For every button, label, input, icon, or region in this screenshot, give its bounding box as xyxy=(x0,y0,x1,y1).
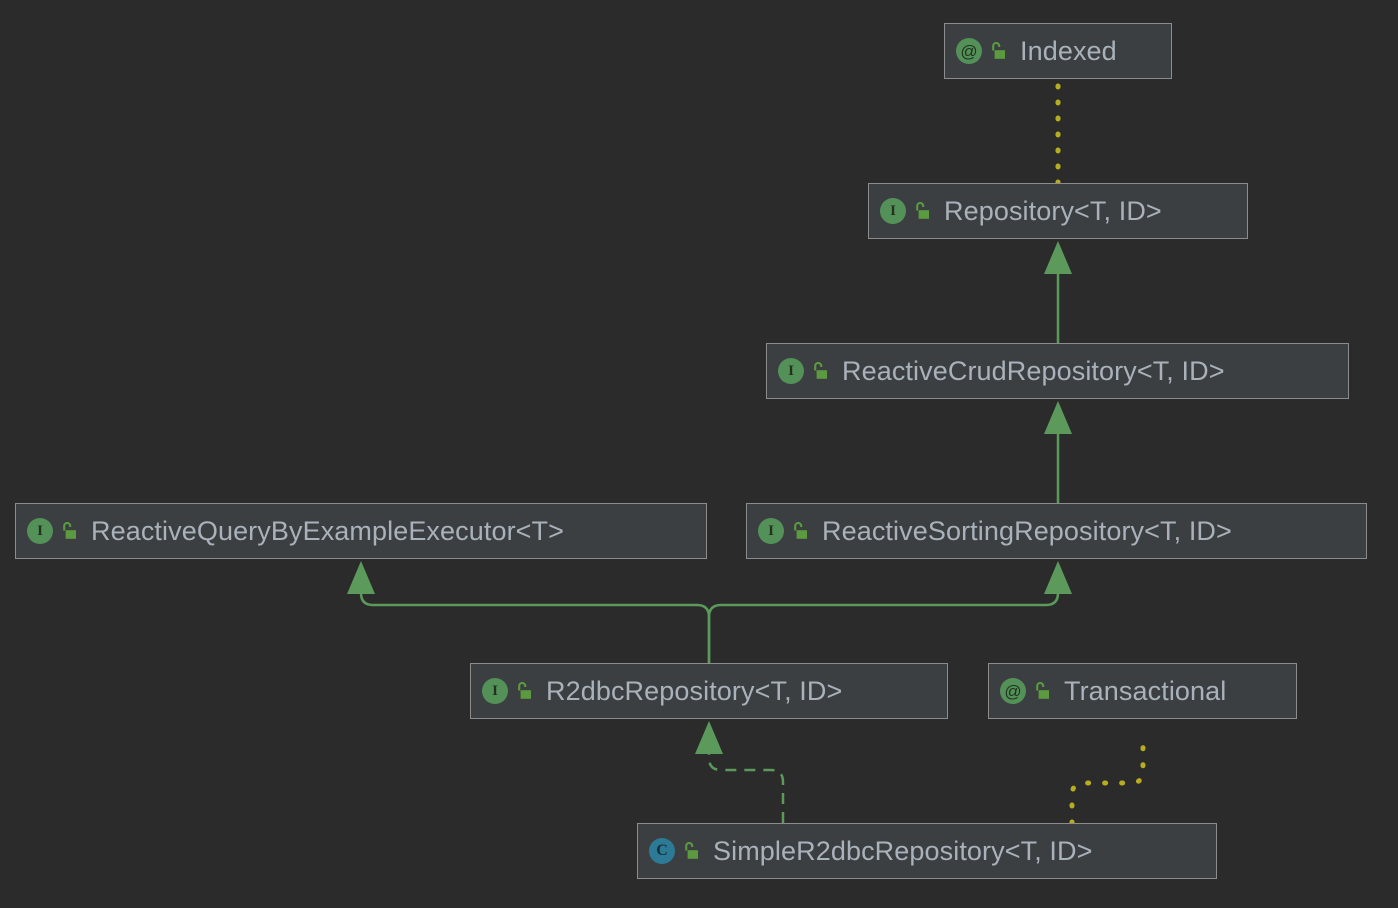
uml-node-label: R2dbcRepository<T, ID> xyxy=(546,675,843,706)
edge-simple-transactional xyxy=(1069,737,1146,826)
uml-node-label: Repository<T, ID> xyxy=(944,195,1162,226)
uml-node-r2dbc-repository[interactable]: I R2dbcRepository<T, ID> xyxy=(470,663,948,719)
unlock-icon xyxy=(913,201,930,221)
unlock-icon xyxy=(515,681,532,701)
uml-node-label: SimpleR2dbcRepository<T, ID> xyxy=(713,835,1093,866)
uml-node-transactional[interactable]: @ Transactional xyxy=(988,663,1297,719)
unlock-icon xyxy=(811,361,828,381)
edge-simple-r2dbc-arrowhead xyxy=(695,721,723,754)
interface-icon: I xyxy=(27,518,53,544)
uml-node-label: ReactiveQueryByExampleExecutor<T> xyxy=(91,515,565,546)
uml-node-reactive-sorting-repository[interactable]: I ReactiveSortingRepository<T, ID> xyxy=(746,503,1367,559)
edge-r2dbc-reactivesorting-line xyxy=(707,588,1060,663)
annotation-icon: @ xyxy=(1000,678,1026,704)
edge-reactivecrud-repository-arrowhead xyxy=(1044,241,1072,274)
uml-node-simple-r2dbc-repository[interactable]: C SimpleR2dbcRepository<T, ID> xyxy=(637,823,1217,879)
edge-simple-r2dbc-line xyxy=(707,748,785,823)
edge-reactivesorting-reactivecrud-arrowhead xyxy=(1044,401,1072,434)
uml-node-repository[interactable]: I Repository<T, ID> xyxy=(868,183,1248,239)
interface-icon: I xyxy=(758,518,784,544)
uml-node-reactive-query-by-example-executor[interactable]: I ReactiveQueryByExampleExecutor<T> xyxy=(15,503,707,559)
uml-node-label: Indexed xyxy=(1020,35,1117,66)
uml-node-label: Transactional xyxy=(1064,675,1227,706)
unlock-icon xyxy=(1033,681,1050,701)
unlock-icon xyxy=(682,841,699,861)
class-icon: C xyxy=(649,838,675,864)
unlock-icon xyxy=(791,521,808,541)
uml-node-indexed[interactable]: @ Indexed xyxy=(944,23,1172,79)
unlock-icon xyxy=(989,41,1006,61)
interface-icon: I xyxy=(778,358,804,384)
edge-r2dbc-reactivesorting-arrowhead xyxy=(1044,561,1072,594)
edge-r2dbc-queryexecutor-line xyxy=(359,588,711,663)
edge-r2dbc-queryexecutor-arrowhead xyxy=(347,561,375,594)
unlock-icon xyxy=(60,521,77,541)
interface-icon: I xyxy=(880,198,906,224)
interface-icon: I xyxy=(482,678,508,704)
uml-node-label: ReactiveSortingRepository<T, ID> xyxy=(822,515,1232,546)
annotation-icon: @ xyxy=(956,38,982,64)
uml-node-label: ReactiveCrudRepository<T, ID> xyxy=(842,355,1225,386)
uml-node-reactive-crud-repository[interactable]: I ReactiveCrudRepository<T, ID> xyxy=(766,343,1349,399)
